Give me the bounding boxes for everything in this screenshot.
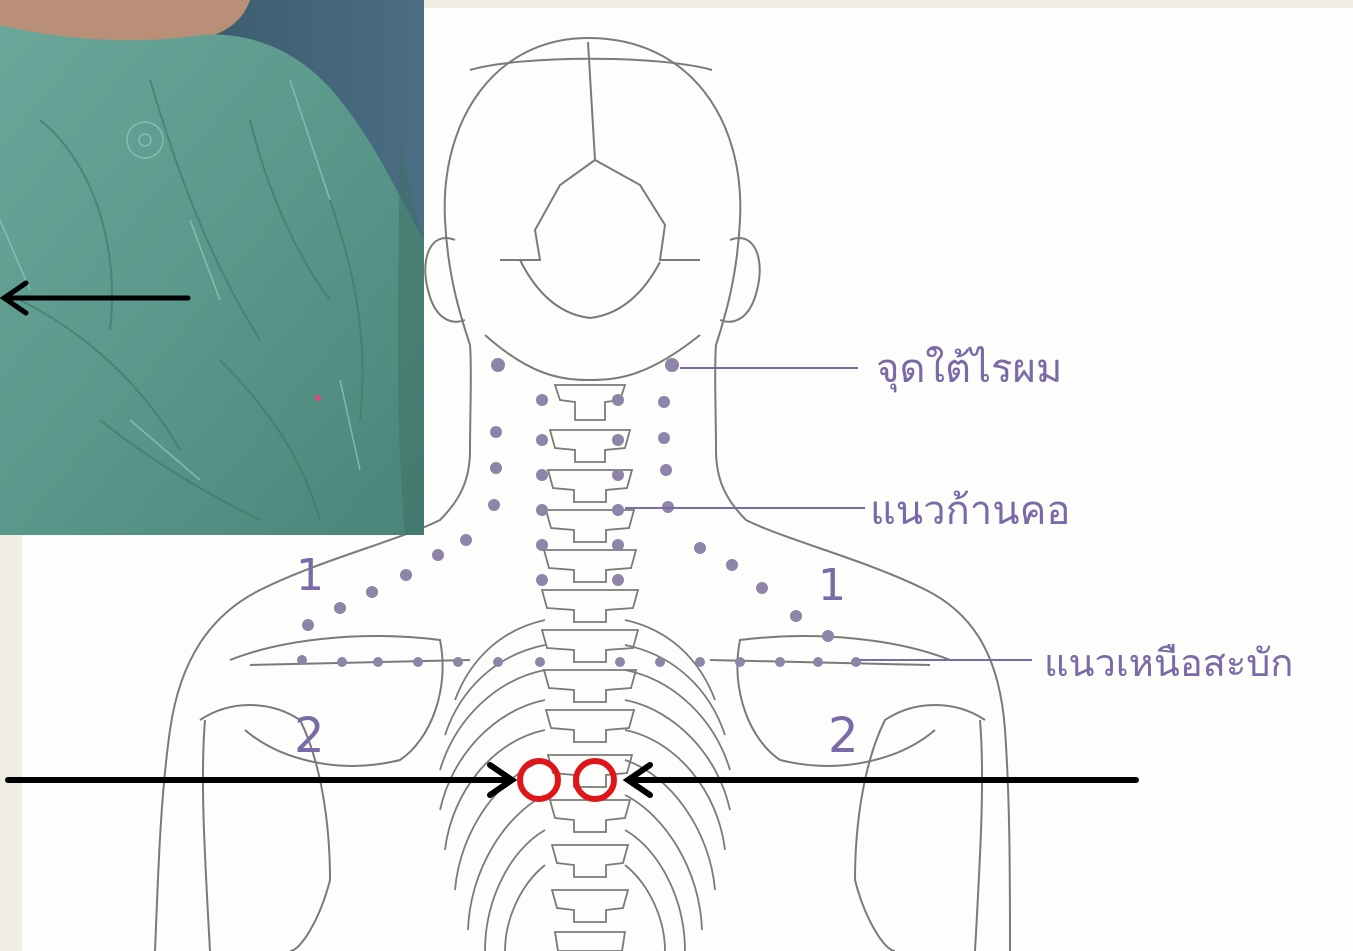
dot — [612, 504, 624, 516]
dot — [373, 657, 383, 667]
dot — [453, 657, 463, 667]
dot — [366, 586, 378, 598]
dot — [735, 657, 745, 667]
dot — [726, 559, 738, 571]
region-number-right-2: 2 — [828, 708, 859, 764]
dot — [658, 396, 670, 408]
dot — [536, 504, 548, 516]
dot — [612, 434, 624, 446]
spine — [542, 385, 638, 951]
region-number-left-1: 1 — [296, 550, 324, 601]
dot — [851, 657, 861, 667]
dot — [665, 358, 679, 372]
dot — [488, 499, 500, 511]
dot — [297, 655, 307, 665]
arrows — [8, 765, 1136, 795]
target-markers — [520, 761, 614, 799]
dot — [612, 394, 624, 406]
dot — [790, 610, 802, 622]
dot — [535, 657, 545, 667]
dot — [655, 657, 665, 667]
target-circle-left — [520, 761, 558, 799]
dot — [460, 534, 472, 546]
patient-photo — [0, 0, 424, 535]
dot — [660, 464, 672, 476]
dot — [536, 469, 548, 481]
hairline-point-label: จุดใต้ไรผม — [876, 345, 1062, 393]
dot — [775, 657, 785, 667]
dot — [822, 630, 834, 642]
dot — [490, 462, 502, 474]
dot — [491, 358, 505, 372]
dot — [756, 582, 768, 594]
dot — [694, 542, 706, 554]
dot — [536, 434, 548, 446]
target-circle-right — [576, 761, 614, 799]
dot — [615, 657, 625, 667]
dot — [695, 657, 705, 667]
right-pointing-arrow — [8, 765, 512, 795]
dot — [432, 549, 444, 561]
gown-photo-illustration — [0, 0, 424, 535]
scapula-line-label: แนวเหนือสะบัก — [1044, 641, 1293, 685]
dot — [536, 394, 548, 406]
dot — [337, 657, 347, 667]
dot — [612, 469, 624, 481]
dot — [302, 619, 314, 631]
dot — [813, 657, 823, 667]
dot — [400, 569, 412, 581]
region-number-right-1: 1 — [818, 560, 846, 611]
dot — [493, 657, 503, 667]
dot — [658, 432, 670, 444]
neck-line-label: แนวก้านคอ — [870, 488, 1070, 534]
dot — [536, 539, 548, 551]
dot — [612, 539, 624, 551]
dot — [334, 602, 346, 614]
dot — [612, 574, 624, 586]
dot — [536, 574, 548, 586]
region-number-left-2: 2 — [294, 708, 325, 764]
dot — [490, 426, 502, 438]
dot — [413, 657, 423, 667]
